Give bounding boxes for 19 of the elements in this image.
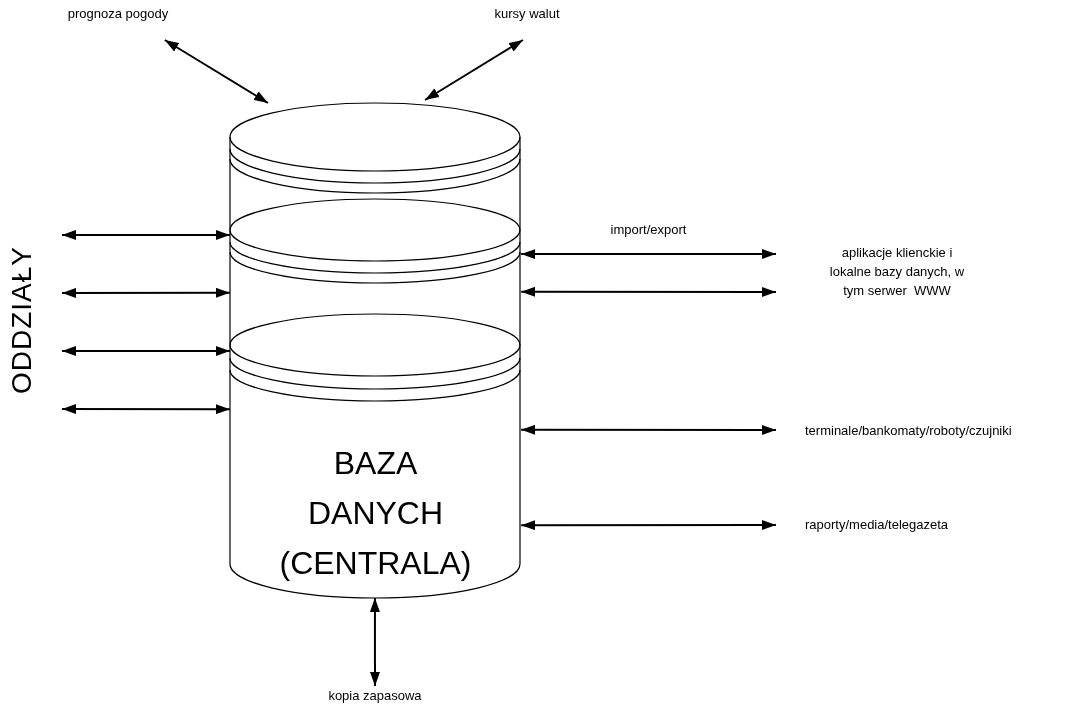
node-label: aplikacje klienckie i lokalne bazy danych, w tym serwer WWW: [828, 244, 966, 300]
node-label: kursy walut: [493, 5, 561, 23]
double-arrow: [520, 424, 777, 435]
database-label: BAZA DANYCH (CENTRALA): [278, 444, 473, 583]
double-arrow: [369, 597, 380, 687]
node-label: prognoza pogody: [66, 5, 170, 23]
double-arrow: [61, 229, 231, 241]
double-arrow: [424, 39, 524, 101]
double-arrow: [520, 249, 777, 260]
double-arrow: [61, 287, 231, 298]
double-arrow: [520, 520, 777, 531]
side-label: ODDZIAŁY: [8, 246, 36, 394]
double-arrow: [61, 404, 231, 415]
double-arrow: [520, 286, 777, 297]
node-label: kopia zapasowa: [327, 687, 423, 704]
double-arrow: [61, 345, 231, 356]
node-label: raporty/media/telegazeta: [805, 516, 950, 534]
double-arrow: [163, 39, 269, 104]
node-label: terminale/bankomaty/roboty/czujniki: [805, 422, 1013, 440]
